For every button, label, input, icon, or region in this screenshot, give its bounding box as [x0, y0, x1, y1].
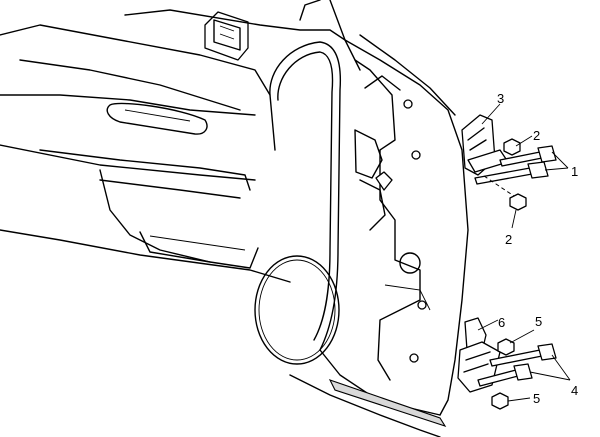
- callouts: 3 2 1 2 6 5 4 5: [497, 91, 578, 406]
- callout-1: 1: [571, 164, 578, 179]
- speaker-grille: [254, 255, 340, 365]
- callout-3: 3: [497, 91, 504, 106]
- leader-lines: [477, 103, 571, 402]
- callout-4: 4: [571, 383, 578, 398]
- callout-2-lower: 2: [505, 232, 512, 247]
- callout-2-upper: 2: [533, 128, 540, 143]
- callout-6: 6: [498, 315, 505, 330]
- door-trim-panel: [0, 24, 291, 283]
- inside-handle: [204, 11, 249, 61]
- upper-hinge: [461, 114, 557, 211]
- door-shell: [124, 0, 469, 437]
- lower-hinge: [457, 317, 557, 410]
- callout-5-upper: 5: [535, 314, 542, 329]
- inner-door-structure: [354, 59, 431, 381]
- callout-5-lower: 5: [533, 391, 540, 406]
